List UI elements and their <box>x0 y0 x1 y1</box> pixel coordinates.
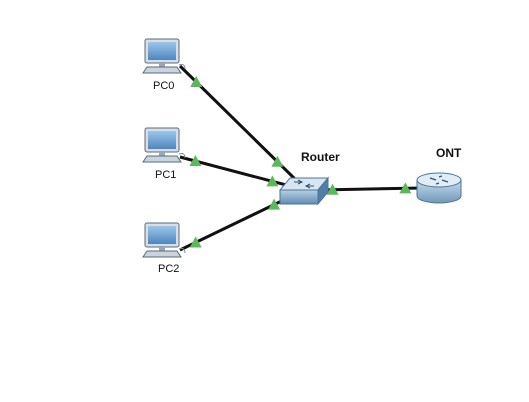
pc0-icon[interactable] <box>142 38 186 74</box>
pc0-label: PC0 <box>153 80 175 92</box>
pc2-label: PC2 <box>158 263 180 275</box>
link-pc0-router-start-status-icon <box>190 75 203 87</box>
router-icon[interactable] <box>278 176 330 206</box>
link-router-ont-end-status-icon <box>399 182 412 194</box>
ont-icon[interactable] <box>416 172 462 204</box>
pc2-icon[interactable] <box>142 222 186 258</box>
ont-label: ONT <box>436 146 462 160</box>
link-pc1-router-start-status-icon <box>189 155 202 167</box>
pc1-label: PC1 <box>155 169 177 181</box>
link-router-ont-start-status-icon <box>326 183 339 195</box>
link-pc2-router-start-status-icon <box>189 236 202 248</box>
pc1-icon[interactable] <box>142 127 186 163</box>
link-indicators-layer <box>189 75 412 248</box>
link-pc2-router-end-status-icon <box>268 198 281 210</box>
link-pc1-router-end-status-icon <box>266 175 279 187</box>
link-pc0-router-end-status-icon <box>271 155 284 167</box>
router-label: Router <box>301 150 340 164</box>
